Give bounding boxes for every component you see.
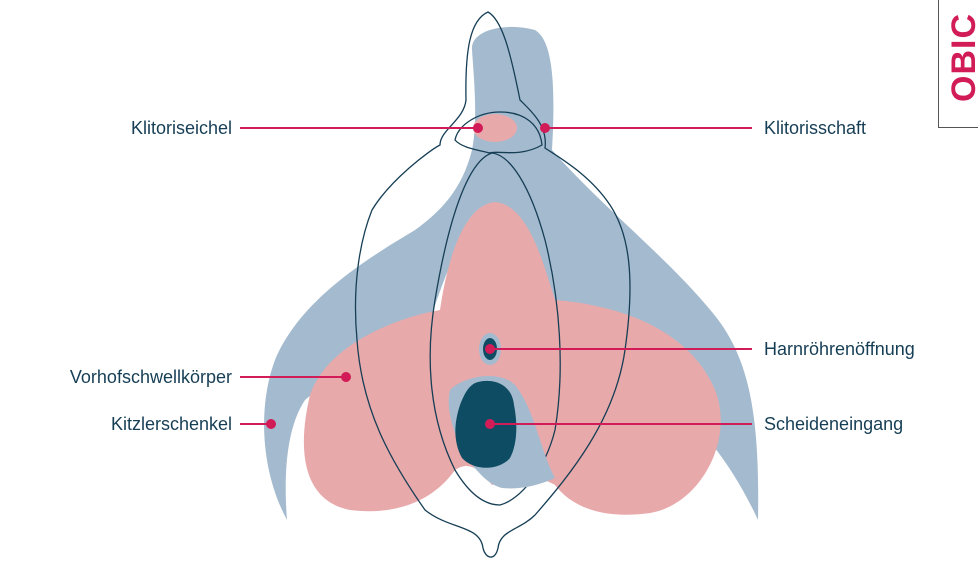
marker-glans [473, 123, 483, 133]
label-glans: Klitoriseichel [131, 117, 232, 139]
marker-shaft [540, 123, 550, 133]
label-vagina: Scheideneingang [764, 413, 903, 435]
label-urethra: Harnröhrenöffnung [764, 338, 915, 360]
marker-bulb [341, 372, 351, 382]
marker-urethra [485, 344, 495, 354]
label-shaft: Klitorisschaft [764, 117, 866, 139]
brand-logo-text: OBIC [945, 13, 978, 102]
label-crus: Kitzlerschenkel [111, 413, 232, 435]
brand-logo: OBIC [938, 0, 978, 128]
marker-crus [266, 419, 276, 429]
marker-vagina [485, 419, 495, 429]
label-bulb: Vorhofschwellkörper [70, 366, 232, 388]
